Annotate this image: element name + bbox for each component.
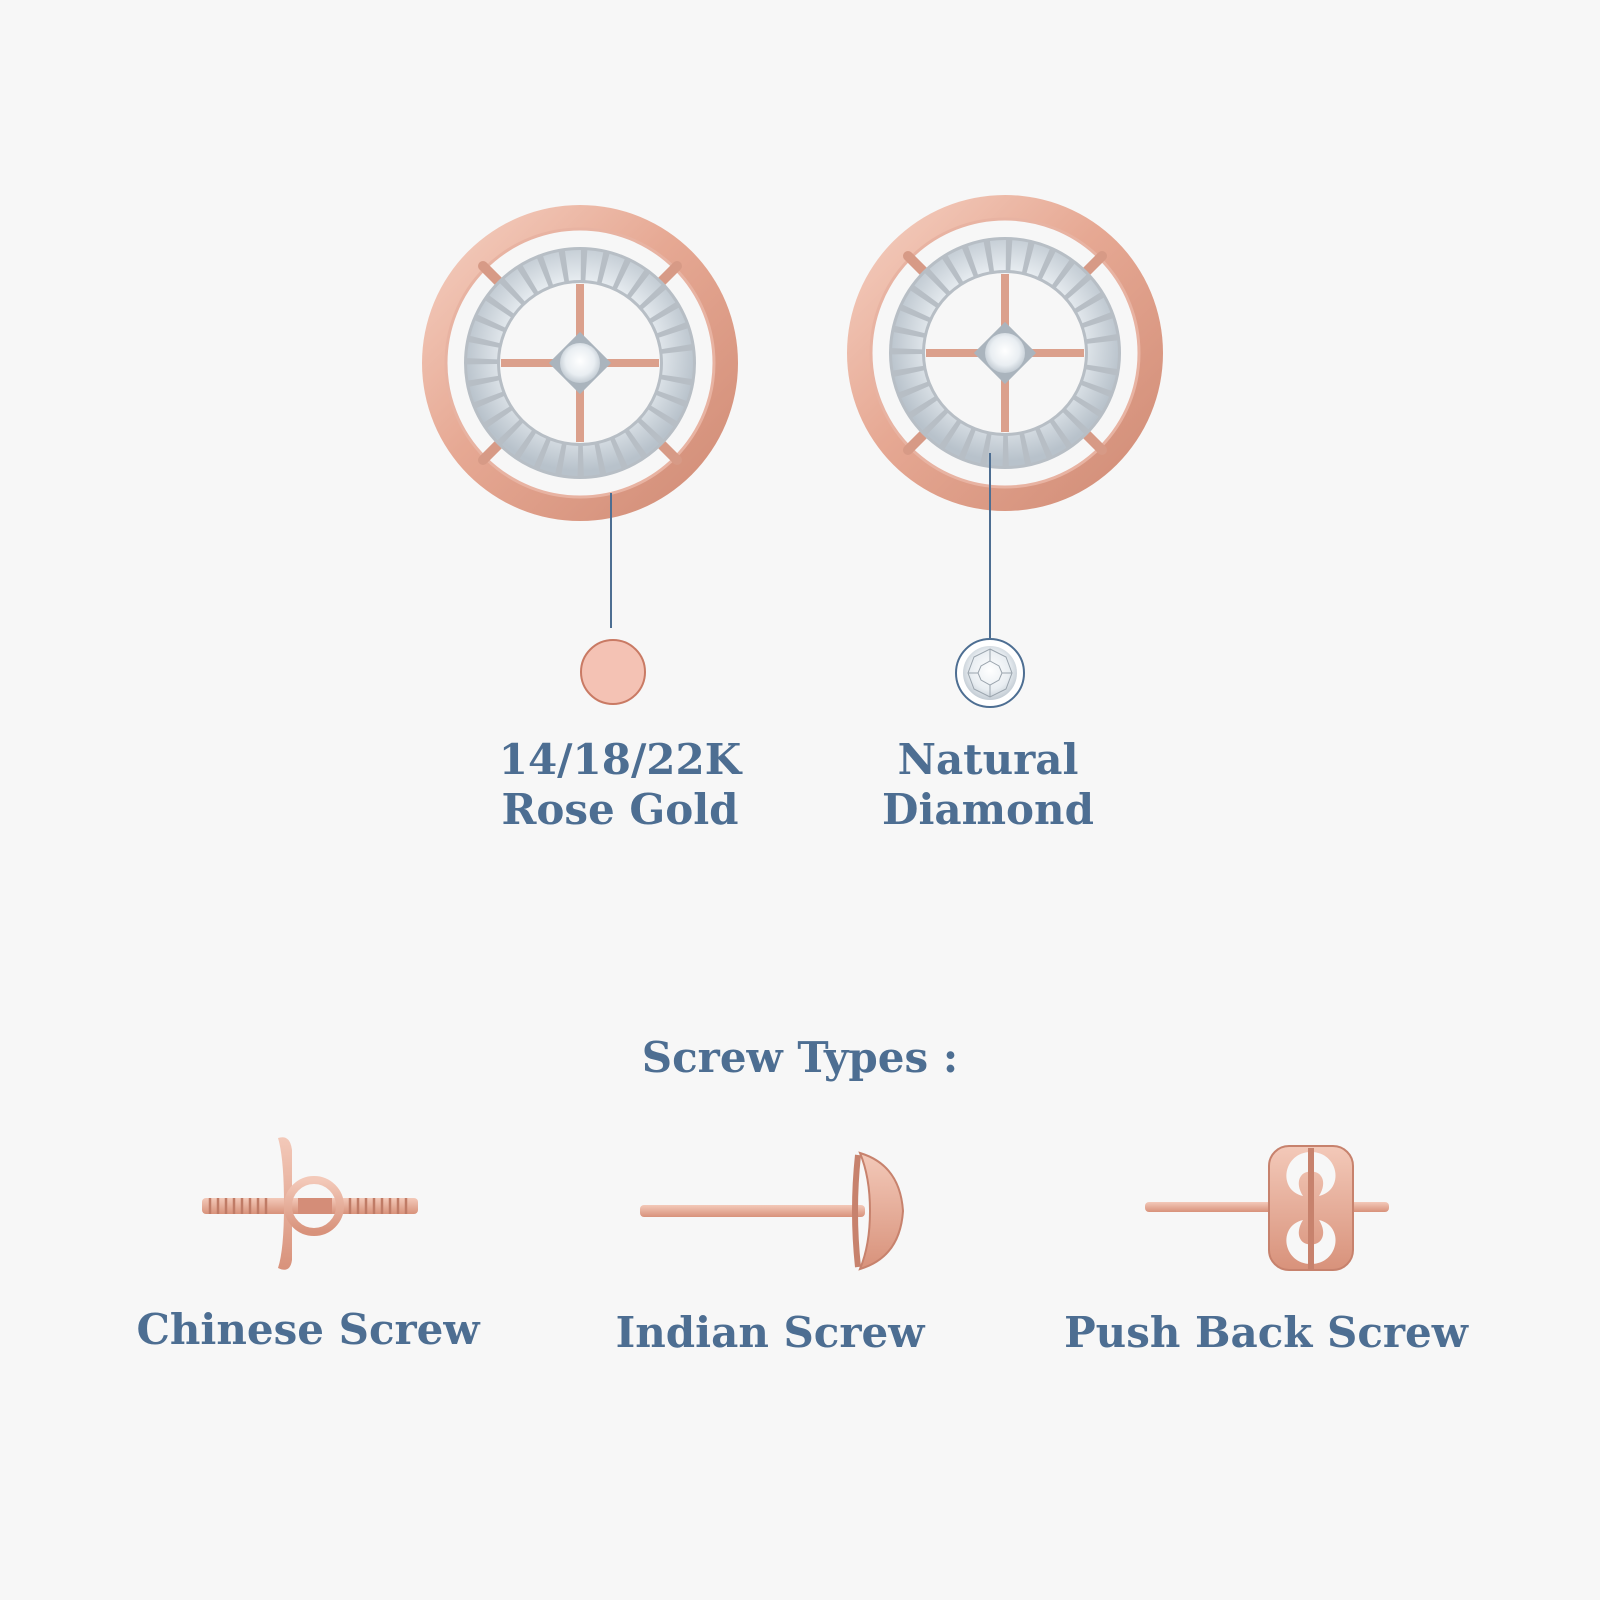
stone-label: Natural Diamond (808, 735, 1168, 835)
screw-label-pushback: Push Back Screw (1064, 1308, 1468, 1357)
screw-label-indian: Indian Screw (615, 1308, 925, 1357)
earring-right-svg (847, 195, 1163, 511)
stone-label-line2: Diamond (882, 785, 1094, 834)
earring-left-svg (422, 205, 738, 521)
metal-label-line2: Rose Gold (501, 785, 739, 834)
center-diamond (560, 343, 600, 383)
chinese-screw-image (200, 1130, 420, 1280)
diamond-swatch (954, 637, 1026, 709)
earring-right-image (840, 188, 1170, 518)
rose-gold-swatch (580, 639, 646, 705)
nut-ring (284, 1176, 344, 1236)
screw-label-chinese: Chinese Screw (136, 1305, 480, 1354)
post (640, 1205, 865, 1217)
indian-screw-image (638, 1145, 908, 1275)
metal-label: 14/18/22K Rose Gold (440, 735, 800, 835)
stone-label-line1: Natural (897, 735, 1079, 784)
metal-leader-line (610, 493, 612, 628)
earring-left-image (415, 198, 745, 528)
metal-label-line1: 14/18/22K (498, 735, 742, 784)
screw-types-heading: Screw Types : (641, 1033, 959, 1082)
center-diamond (985, 333, 1025, 373)
butterfly-back (1268, 1145, 1354, 1271)
stone-leader-line (989, 453, 991, 638)
dome-back (858, 1151, 905, 1271)
pushback-screw-image (1143, 1140, 1393, 1280)
